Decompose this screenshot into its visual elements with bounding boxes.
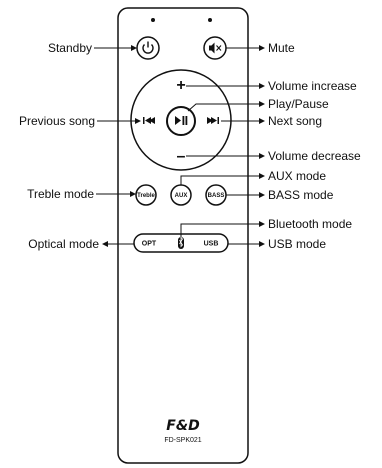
previous-icon [143, 117, 155, 124]
label-standby: Standby [48, 41, 92, 55]
label-mute: Mute [268, 41, 295, 55]
bluetooth-callout [180, 221, 265, 237]
aux-button-label: AUX [175, 193, 188, 199]
usb-button[interactable]: USB [204, 241, 219, 248]
play-pause-icon [175, 116, 188, 125]
brand-logo: F&D [166, 418, 199, 434]
label-bluetooth-mode: Bluetooth mode [268, 217, 352, 231]
model-number: FD-SPK021 [164, 437, 201, 444]
label-bass-mode: BASS mode [268, 188, 334, 202]
label-play-pause: Play/Pause [268, 97, 329, 111]
label-previous-song: Previous song [19, 114, 95, 128]
label-volume-increase: Volume increase [268, 79, 357, 93]
bass-button-label: BASS [208, 193, 225, 199]
bass-button[interactable]: BASS [205, 184, 227, 206]
volume-down-button[interactable]: – [177, 148, 186, 165]
power-icon [142, 41, 154, 54]
play-pause-button[interactable] [166, 106, 196, 136]
speaker-mute-icon [209, 42, 222, 54]
indicator-dot-right [208, 18, 212, 22]
label-usb-mode: USB mode [268, 237, 326, 251]
label-next-song: Next song [268, 114, 322, 128]
label-treble-mode: Treble mode [27, 187, 94, 201]
bluetooth-button[interactable] [178, 236, 184, 249]
optical-button[interactable]: OPT [142, 241, 157, 248]
label-aux-mode: AUX mode [268, 169, 326, 183]
label-volume-decrease: Volume decrease [268, 149, 361, 163]
next-button[interactable] [207, 117, 219, 124]
treble-button-label: Treble [137, 193, 155, 199]
next-icon [207, 117, 219, 124]
label-optical-mode: Optical mode [28, 237, 99, 251]
previous-button[interactable] [143, 117, 155, 124]
bluetooth-icon [178, 236, 184, 249]
aux-button[interactable]: AUX [170, 184, 192, 206]
indicator-dot-left [151, 18, 155, 22]
standby-button[interactable] [136, 36, 160, 60]
play-pause-callout [187, 101, 265, 112]
volume-up-button[interactable]: + [176, 77, 185, 94]
mute-button[interactable] [203, 36, 227, 60]
treble-button[interactable]: Treble [135, 184, 157, 206]
aux-callout [180, 173, 265, 185]
